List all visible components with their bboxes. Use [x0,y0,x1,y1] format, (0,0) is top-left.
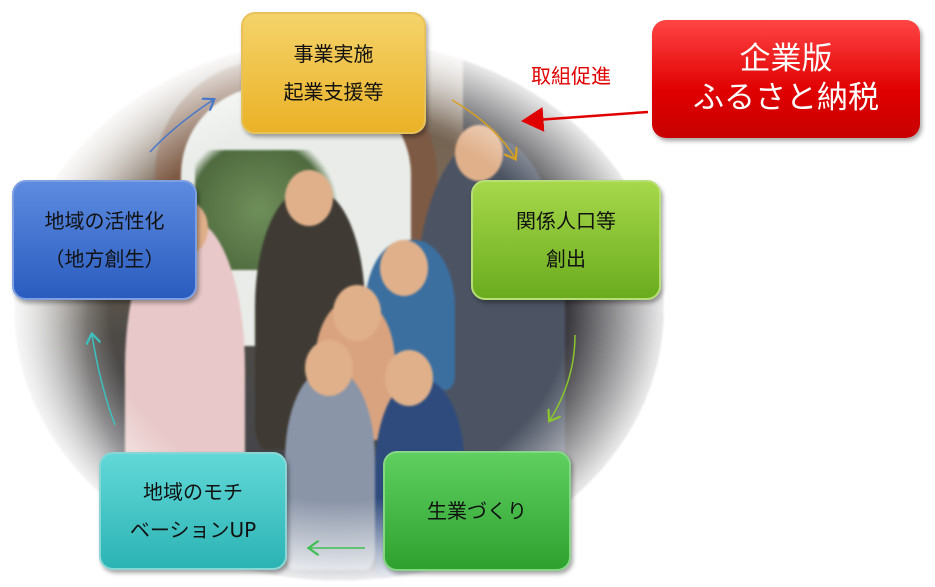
box-line: （地方創生） [44,247,165,271]
promote-label: 取組促進 [531,64,611,88]
tax-line: 企業版 [739,41,833,78]
box-line: 地域のモチ [143,480,243,504]
box-line: 生業づくり [427,499,527,523]
arrow-top-to-right [451,99,515,158]
box-business-implementation: 事業実施 起業支援等 [241,12,426,134]
box-regional-motivation: 地域のモチ ベーションUP [99,452,287,570]
tax-line: ふるさと納税 [693,80,879,116]
box-line: 事業実施 [293,42,374,66]
arrow-right-to-bottom [550,334,576,420]
box-regional-revitalization: 地域の活性化 （地方創生） [12,180,197,300]
arrow-left-to-top [149,100,213,153]
box-line: 地域の活性化 [44,209,165,233]
box-livelihood-creation: 生業づくり [383,451,571,571]
arrow-tax-to-top [521,106,649,132]
box-related-population: 関係人口等 創出 [471,180,661,300]
box-line: 起業支援等 [283,80,384,104]
box-line: ベーションUP [129,518,257,542]
corporate-hometown-tax-box: 企業版 ふるさと納税 [652,20,920,138]
arrow-leftbottom-to-left [92,335,116,426]
box-line: 創出 [546,247,586,271]
box-line: 関係人口等 [516,209,616,233]
